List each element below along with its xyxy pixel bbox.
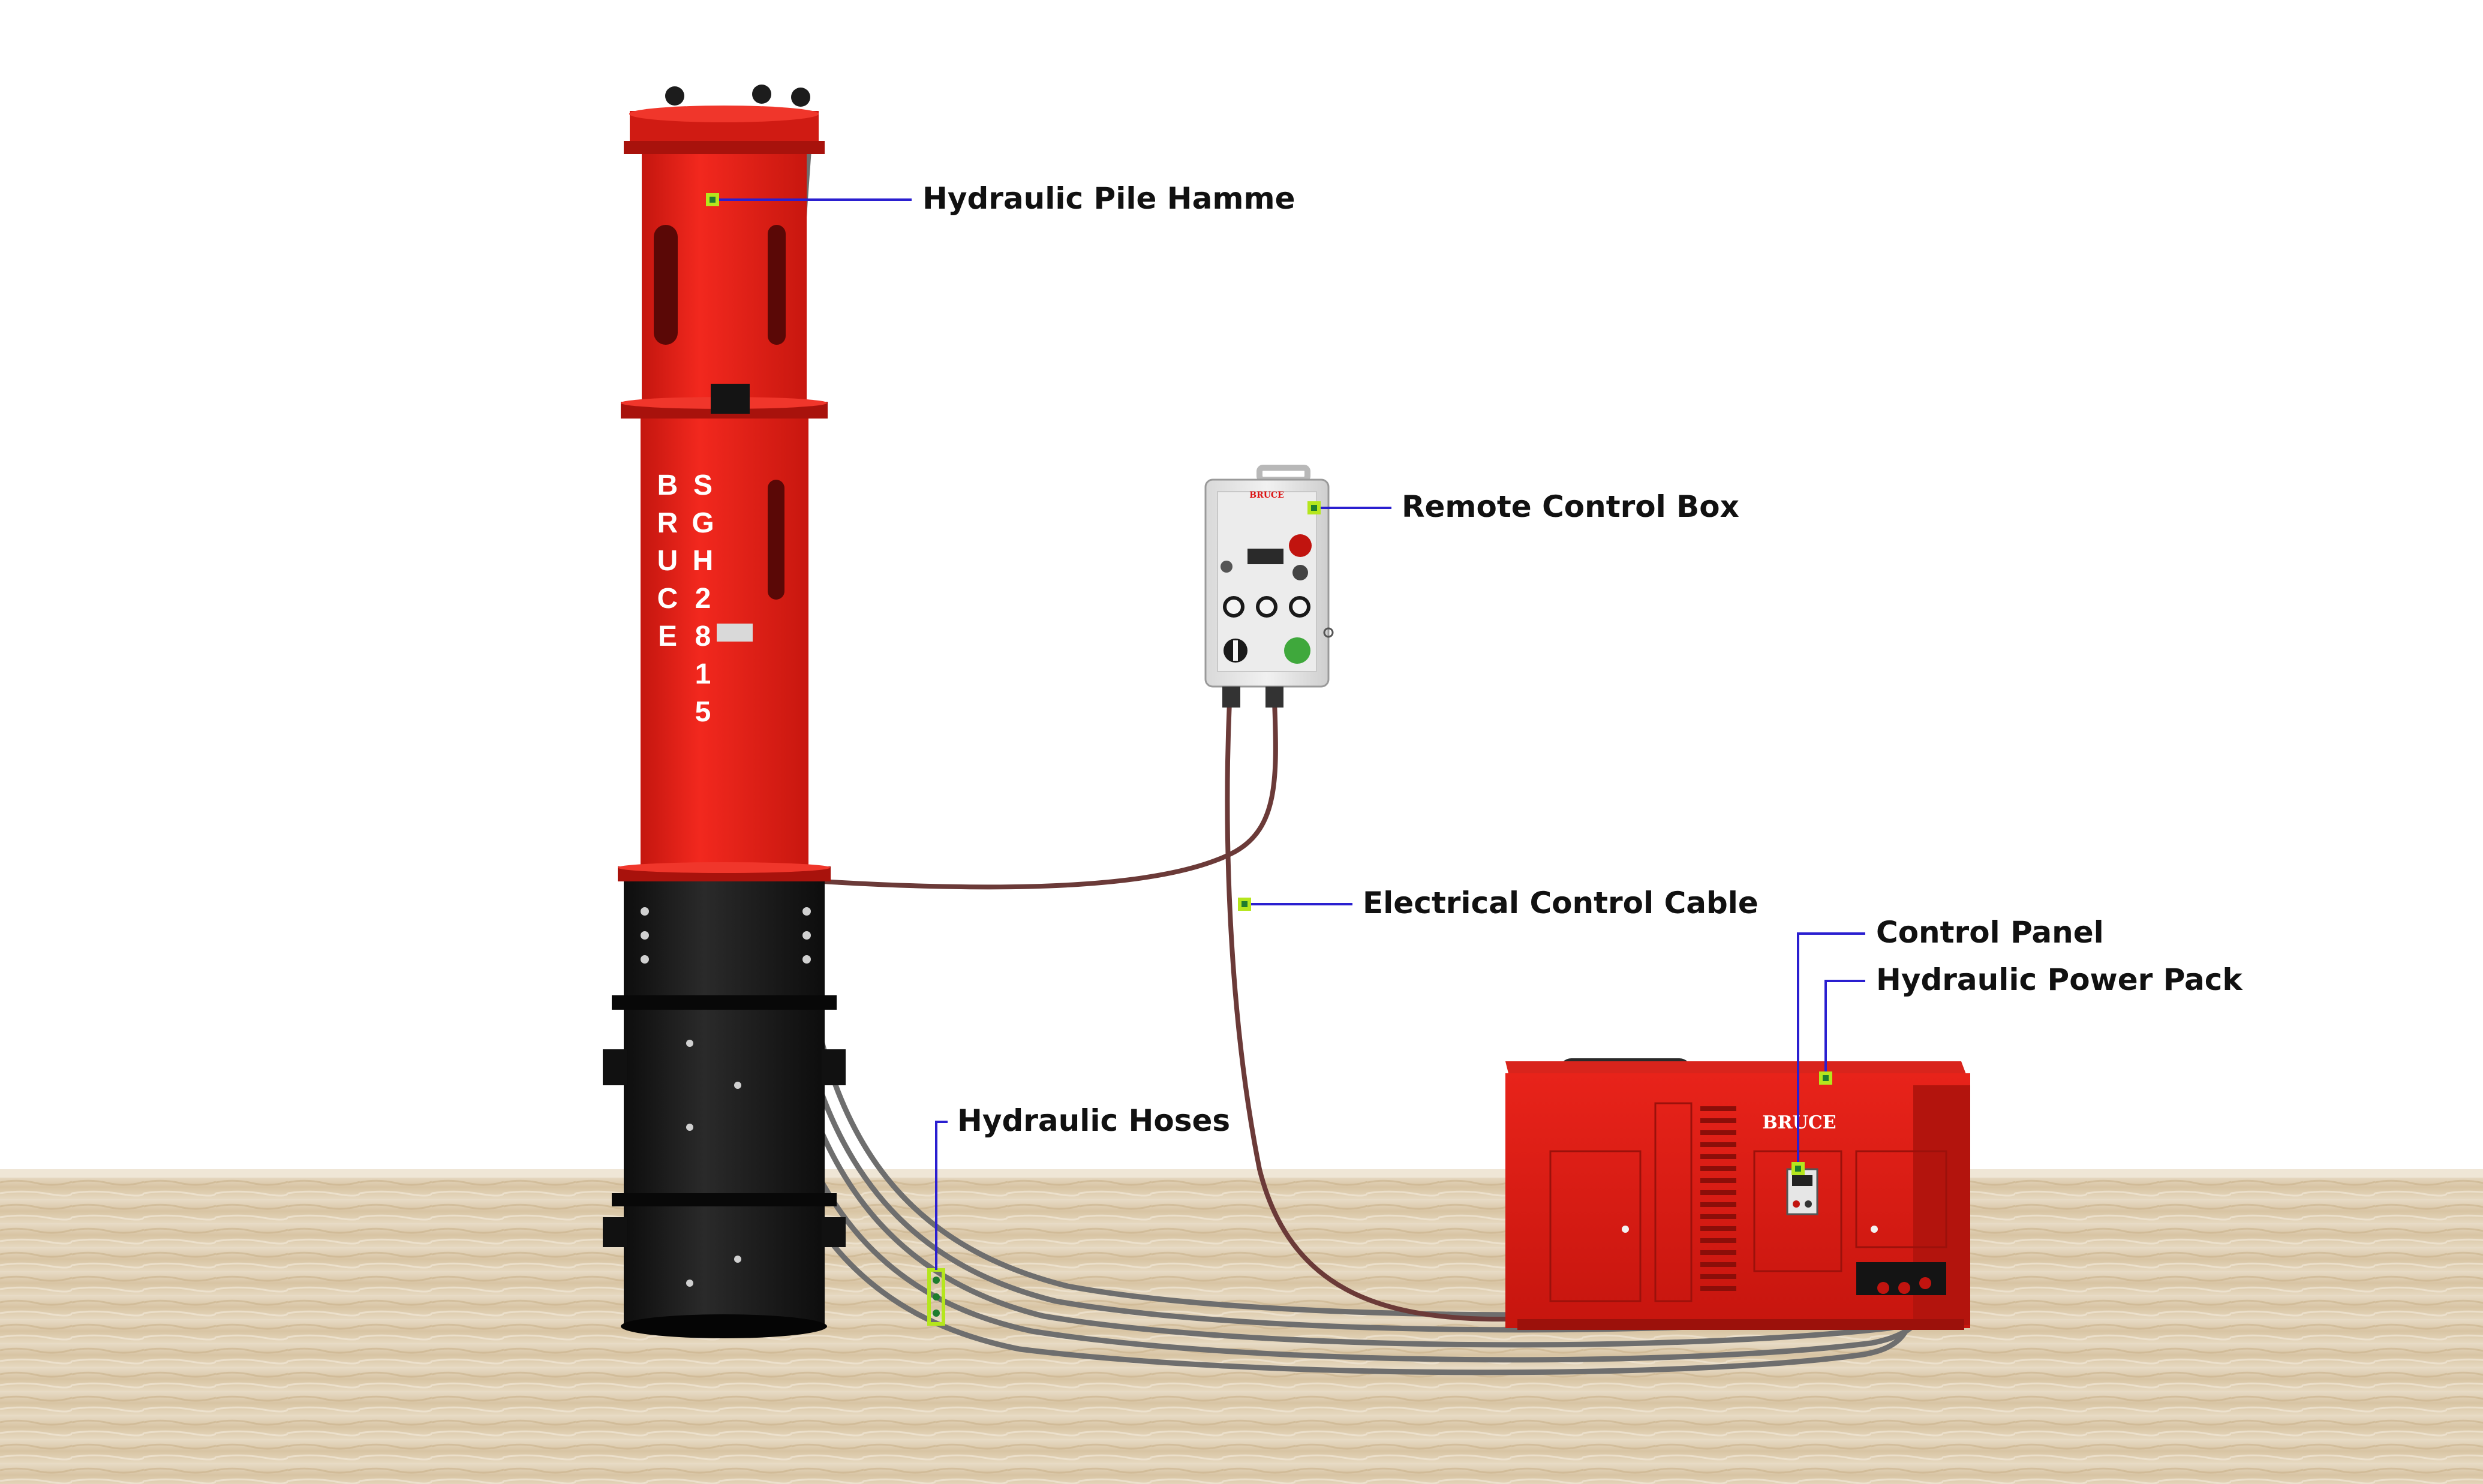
stencil-letter: E [658,621,677,652]
callout-control-panel: Control Panel [1791,915,2104,1175]
stencil-letter: G [692,507,714,539]
stencil-letter: 2 [695,583,711,615]
stencil-letter: 1 [695,658,711,690]
start-button-icon [1284,637,1310,664]
stencil-letter: B [657,469,678,501]
stencil-letter: C [657,583,678,615]
hammer-model-stencil: SGH 2 8 1 5 [692,469,714,728]
stencil-letter: S [693,469,713,501]
callout-hoses: Hydraulic Hoses [927,1103,1230,1326]
label-electrical-control-cable: Electrical Control Cable [1363,886,1758,920]
stencil-letter: R [657,507,678,539]
remote-control-box: BRUCE [1204,465,1334,708]
callout-cable: Electrical Control Cable [1238,886,1758,920]
indicator-lamp-icon [1292,565,1308,580]
stencil-letter: 5 [695,696,711,728]
label-control-panel: Control Panel [1876,915,2104,950]
hammer-brand-stencil: BRUCE [657,469,678,652]
emergency-stop-icon [1289,534,1312,557]
vent-grille [1700,1106,1736,1291]
stencil-letter: H [693,545,714,577]
callout-remote: Remote Control Box [1307,489,1739,524]
remote-box-brand: BRUCE [1249,490,1284,500]
callout-power-pack: Hydraulic Power Pack [1819,962,2243,1085]
stencil-letter: U [657,545,678,577]
label-hydraulic-power-pack: Hydraulic Power Pack [1876,962,2243,997]
label-hydraulic-hoses: Hydraulic Hoses [957,1103,1230,1138]
hydraulic-power-pack: BRUCE [1505,1058,1970,1330]
label-remote-control-box: Remote Control Box [1402,489,1739,524]
callout-hammer: Hydraulic Pile Hamme [706,181,1295,216]
hydraulic-pile-hammer [603,85,846,1338]
label-hydraulic-pile-hammer: Hydraulic Pile Hamme [922,181,1295,216]
stencil-letter: 8 [695,621,711,652]
ground-sand [0,1169,2483,1484]
